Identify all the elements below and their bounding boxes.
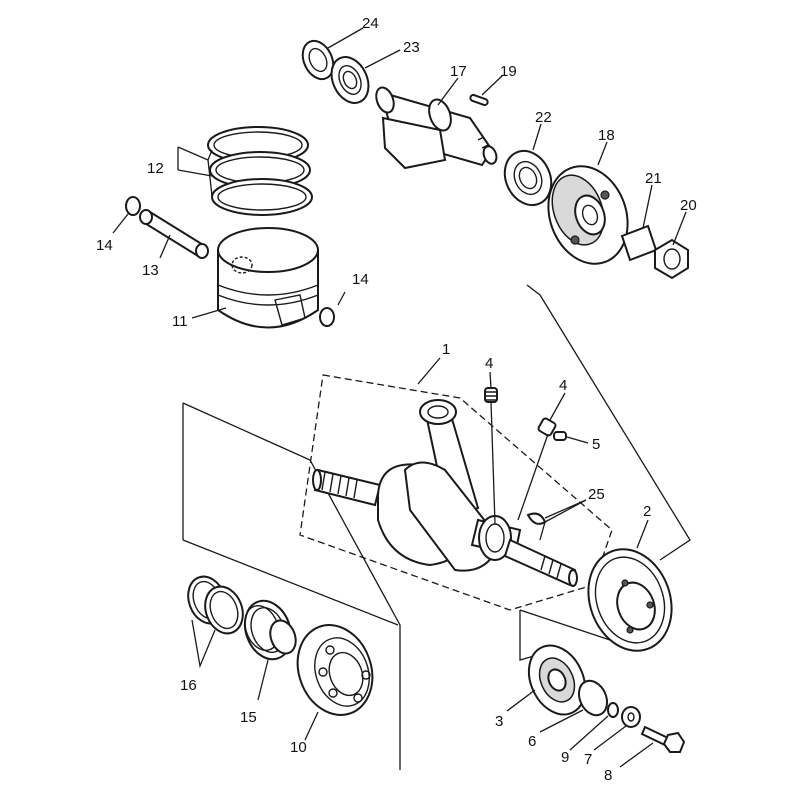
piston-pin-part-13 [139, 209, 209, 259]
callout-24: 24 [362, 15, 379, 32]
callout-12: 12 [147, 160, 164, 177]
callout-21: 21 [645, 170, 662, 187]
callout-5: 5 [592, 436, 600, 453]
callout-8: 8 [604, 767, 612, 784]
callout-14-left: 14 [96, 237, 113, 254]
callout-19: 19 [500, 63, 517, 80]
balancer-gear-part-18 [547, 165, 629, 265]
callout-6: 6 [528, 733, 536, 750]
callout-17: 17 [450, 63, 467, 80]
callout-20: 20 [680, 197, 697, 214]
oil-seal-part-24 [301, 39, 335, 81]
leader-lines [112, 27, 687, 768]
needle-bearing-part-15 [243, 599, 297, 661]
spring-part-4-upper [484, 387, 498, 403]
circlip-part-14-right [319, 307, 335, 327]
spring-part-4-lower [537, 417, 557, 437]
circlip-part-14-left [125, 196, 141, 216]
callout-16: 16 [180, 677, 197, 694]
callout-1: 1 [442, 341, 450, 358]
crank-gear-part-2 [587, 548, 673, 652]
crankshaft-part-1 [312, 399, 578, 587]
callout-10: 10 [290, 739, 307, 756]
callout-15: 15 [240, 709, 257, 726]
balancer-shaft-part-17 [375, 86, 498, 170]
callout-18: 18 [598, 127, 615, 144]
pin-part-5 [553, 431, 567, 441]
washer-part-6 [577, 679, 609, 717]
callout-22: 22 [535, 109, 552, 126]
bearing-part-23 [330, 56, 370, 104]
washer-part-9 [607, 702, 619, 718]
callout-3: 3 [495, 713, 503, 730]
callout-25: 25 [588, 486, 605, 503]
callout-4-upper: 4 [485, 355, 493, 372]
callout-4-lower: 4 [559, 377, 567, 394]
plate-part-3 [527, 644, 587, 716]
piston-part-11 [217, 227, 319, 329]
piston-rings-part-12 [207, 126, 313, 216]
nut-part-20 [654, 238, 689, 280]
callout-11: 11 [172, 313, 188, 330]
gear-group-outline [526, 284, 691, 561]
callout-7: 7 [584, 751, 592, 768]
crankshaft-group-outline [182, 402, 401, 770]
bolt-part-8 [640, 725, 686, 753]
ball-bearing-part-10 [296, 624, 374, 716]
callout-23: 23 [403, 39, 420, 56]
key-part-25 [526, 512, 547, 525]
callout-13: 13 [142, 262, 159, 279]
washer-part-7 [621, 706, 641, 728]
pin-part-19 [469, 93, 489, 107]
callout-2: 2 [643, 503, 651, 520]
callout-14-right: 14 [352, 271, 369, 288]
snap-rings-part-16 [187, 575, 244, 635]
bearing-part-22 [503, 149, 553, 207]
callout-9: 9 [561, 749, 569, 766]
